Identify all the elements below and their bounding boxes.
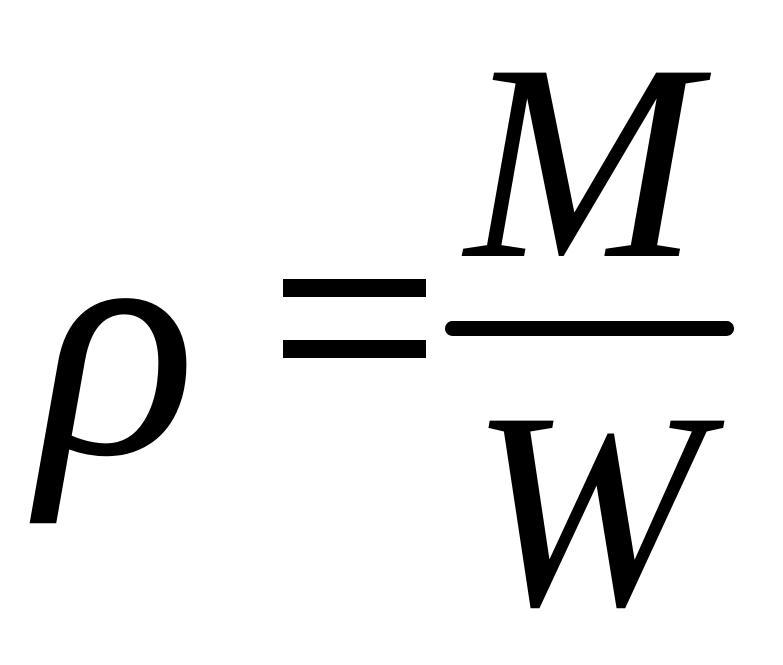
equals-bar-bottom <box>283 340 426 358</box>
equals-bar-top <box>283 279 426 297</box>
numerator: M <box>465 6 699 317</box>
density-formula: ρ M W <box>38 6 734 650</box>
rho-symbol: ρ <box>38 160 197 525</box>
denominator: W <box>470 354 704 665</box>
fraction-bar <box>445 321 734 336</box>
